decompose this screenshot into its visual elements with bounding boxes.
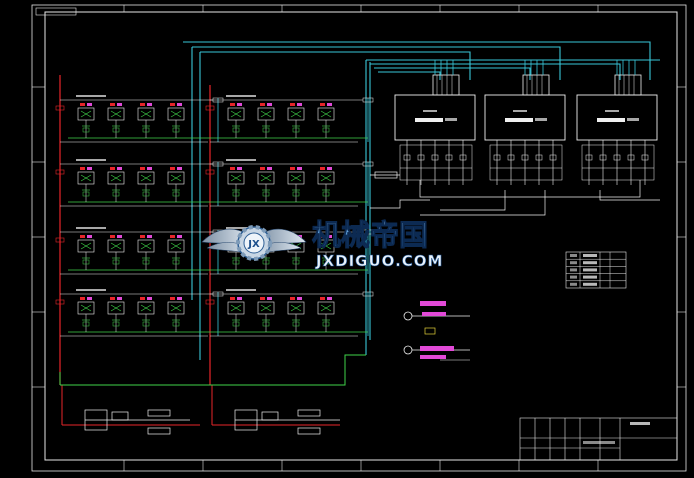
fan-coil-unit (227, 103, 245, 138)
unit-piping (370, 171, 660, 216)
watermark-logo: JX 机械帝国 JXDIGUO.COM (201, 218, 443, 270)
chiller-unit-group (394, 60, 658, 185)
fan-coil-unit (107, 235, 125, 270)
fan-coil-unit (287, 297, 305, 332)
fan-coil-unit (287, 167, 305, 202)
return-pipe-group (59, 354, 366, 386)
fan-coil-unit (227, 297, 245, 332)
zone-rows (55, 95, 374, 337)
fan-coil-unit (317, 103, 335, 138)
fan-coil-unit (167, 235, 185, 270)
chiller-unit (484, 60, 566, 185)
fan-coil-unit (227, 167, 245, 202)
fan-coil-unit (257, 297, 275, 332)
fan-coil-unit (317, 235, 335, 270)
fan-coil-unit (167, 103, 185, 138)
fan-coil-unit (287, 103, 305, 138)
header-pipe-group (183, 41, 660, 360)
gear-emblem-icon: JX (236, 225, 272, 261)
fan-coil-unit (107, 297, 125, 332)
pump-group (403, 301, 470, 361)
zone-row (55, 95, 224, 143)
fan-coil-unit (317, 297, 335, 332)
fan-coil-unit (77, 167, 95, 202)
fan-coil-unit (167, 167, 185, 202)
title-block (519, 417, 678, 461)
fan-coil-unit (317, 167, 335, 202)
zone-row (55, 227, 224, 275)
bottom-subsystems (84, 409, 340, 435)
chiller-unit (576, 60, 658, 185)
zone-row (205, 95, 374, 143)
fan-coil-unit (77, 235, 95, 270)
zone-row (205, 289, 374, 337)
watermark-brand-en: JXDIGUO.COM (315, 252, 443, 270)
fan-coil-unit (77, 103, 95, 138)
chiller-unit (394, 60, 476, 185)
zone-row (55, 159, 224, 207)
zone-row (205, 159, 374, 207)
fan-coil-unit (107, 103, 125, 138)
fan-coil-unit (137, 103, 155, 138)
zone-row (55, 289, 224, 337)
fan-coil-unit (257, 103, 275, 138)
emblem-text: JX (247, 239, 260, 250)
fan-coil-unit (107, 167, 125, 202)
frame-zone-ticks (32, 5, 686, 471)
watermark-brand-cn: 机械帝国 (312, 218, 428, 252)
fan-coil-unit (77, 297, 95, 332)
fan-coil-unit (137, 235, 155, 270)
fan-coil-unit (137, 297, 155, 332)
fan-coil-unit (167, 297, 185, 332)
fan-coil-unit (137, 167, 155, 202)
fan-coil-unit (257, 167, 275, 202)
legend-table (565, 251, 627, 289)
